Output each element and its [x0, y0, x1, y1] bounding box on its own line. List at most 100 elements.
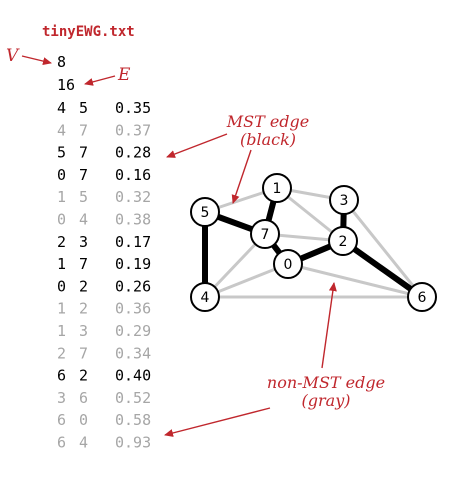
edge-w: 2: [79, 300, 88, 318]
edge-w: 5: [79, 188, 88, 206]
edge-v: 0: [57, 211, 66, 229]
edge-v: 0: [57, 277, 66, 295]
node-label: 5: [201, 205, 210, 221]
graph-node-1: 1: [262, 173, 292, 203]
edge-weight: 0.19: [115, 255, 151, 273]
graph-node-7: 7: [250, 219, 280, 249]
edge-w: 3: [79, 233, 88, 251]
graph-node-6: 6: [407, 282, 437, 312]
node-circle: [328, 226, 358, 256]
edge-v: 1: [57, 188, 66, 206]
edge-weight: 0.40: [115, 367, 151, 385]
edge-v: 1: [57, 322, 66, 340]
v-annotation-arrow: [21, 55, 52, 66]
edge-weight: 0.38: [115, 211, 151, 229]
edge-v: 6: [57, 367, 66, 385]
edge-v: 2: [57, 344, 66, 362]
edge-v: 0: [57, 166, 66, 184]
edge-weight: 0.37: [115, 121, 151, 139]
graph-node-5: 5: [190, 197, 220, 227]
node-label: 1: [273, 181, 282, 197]
edge-weight: 0.16: [115, 166, 151, 184]
node-label: 4: [201, 290, 210, 306]
edge-v: 6: [57, 434, 66, 452]
edge-w: 4: [79, 434, 88, 452]
graph-nodes: 0 1 2 3 4 5 6 7: [190, 173, 437, 312]
mst-edge-6-2: [340, 238, 425, 300]
node-circle: [190, 197, 220, 227]
edge-weight: 0.26: [115, 277, 151, 295]
non-mst-edge-3-6: [342, 198, 424, 299]
edge-v: 4: [57, 121, 66, 139]
node-circle: [250, 219, 280, 249]
edge-w: 7: [79, 144, 88, 162]
graph-node-2: 2: [328, 226, 358, 256]
edge-weight: 0.17: [115, 233, 151, 251]
non-mst-annotation-line2: (gray): [302, 391, 351, 410]
mst-annotation-arrow-to-graph: [231, 149, 252, 204]
edge-weight: 0.34: [115, 344, 151, 362]
edge-w: 7: [79, 255, 88, 273]
edge-weight: 0.35: [115, 99, 151, 117]
edge-weight: 0.36: [115, 300, 151, 318]
graph-node-4: 4: [190, 282, 220, 312]
edge-w: 6: [79, 389, 88, 407]
node-circle: [273, 249, 303, 279]
e-annotation-label: E: [117, 65, 131, 85]
edge-v: 1: [57, 255, 66, 273]
edge-weight: 0.29: [115, 322, 151, 340]
graph-node-0: 0: [273, 249, 303, 279]
graph-edges: [202, 185, 425, 300]
e-annotation-arrow: [84, 75, 116, 86]
node-label: 2: [339, 234, 348, 250]
file-title: tinyEWG.txt: [42, 24, 135, 40]
vertex-count: 8: [57, 53, 66, 71]
non-mst-annotation-line1: non-MST edge: [267, 373, 385, 392]
edge-v: 4: [57, 99, 66, 117]
edge-weight: 0.52: [115, 389, 151, 407]
edge-w: 4: [79, 211, 88, 229]
edge-weight: 0.32: [115, 188, 151, 206]
non-mst-edge-6-0: [286, 262, 424, 299]
mst-annotation-line2: (black): [240, 130, 296, 149]
mst-annotation-arrow-to-list: [166, 133, 228, 158]
non-mst-annotation-arrow-to-list: [164, 407, 271, 437]
v-annotation-label: V: [6, 46, 20, 66]
edge-count: 16: [57, 76, 75, 94]
edge-weight: 0.58: [115, 411, 151, 429]
node-circle: [262, 173, 292, 203]
edge-w: 0: [79, 411, 88, 429]
edge-w: 7: [79, 344, 88, 362]
edge-v: 5: [57, 144, 66, 162]
node-label: 3: [340, 193, 349, 209]
node-circle: [407, 282, 437, 312]
edge-v: 6: [57, 411, 66, 429]
edge-v: 2: [57, 233, 66, 251]
edge-v: 3: [57, 389, 66, 407]
edge-w: 5: [79, 99, 88, 117]
non-mst-annotation-arrow-to-graph: [321, 282, 337, 369]
graph-node-3: 3: [329, 185, 359, 215]
node-label: 0: [284, 257, 293, 273]
mst-annotation-line1: MST edge: [226, 112, 310, 131]
node-label: 6: [418, 290, 427, 306]
edge-v: 1: [57, 300, 66, 318]
edge-w: 2: [79, 277, 88, 295]
